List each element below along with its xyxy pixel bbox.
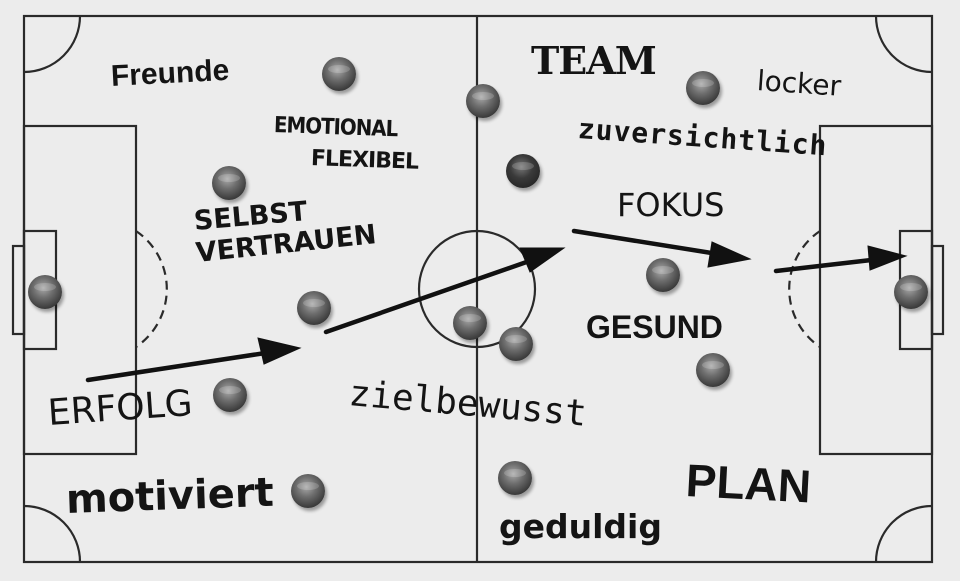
arrow-1-line (85, 349, 275, 383)
corner-arc-bottom-left (23, 504, 82, 563)
magnet-player[interactable] (696, 353, 730, 387)
arrow-2-line (323, 255, 541, 335)
magnet-player[interactable] (453, 306, 487, 340)
left-goal (11, 244, 26, 336)
word-gesund: GESUND (586, 309, 723, 345)
word-team: TEAM (531, 38, 657, 83)
word-geduldig: geduldig (499, 507, 662, 546)
word-emotional: EMOTIONAL (273, 113, 398, 143)
right-goal (930, 244, 945, 336)
corner-arc-top-left (23, 15, 82, 74)
corner-arc-bottom-right (874, 504, 933, 563)
word-freunde: Freunde (110, 53, 231, 93)
magnet-player[interactable] (498, 461, 532, 495)
center-circle (417, 229, 537, 349)
left-penalty-arc (135, 230, 168, 348)
word-locker: locker (755, 64, 843, 103)
arrow-4-head (867, 245, 908, 271)
magnet-player[interactable] (212, 166, 246, 200)
arrow-3-head (707, 241, 752, 268)
arrow-1-head (257, 337, 302, 365)
right-penalty-arc (788, 230, 821, 348)
magnet-player[interactable] (686, 71, 720, 105)
arrow-4-line (773, 256, 883, 274)
magnet-player[interactable] (499, 327, 533, 361)
magnet-goalkeeper-right[interactable] (894, 275, 928, 309)
magnet-goalkeeper-left[interactable] (28, 275, 62, 309)
magnet-player[interactable] (291, 474, 325, 508)
arrow-3-line (571, 228, 727, 258)
magnet-player[interactable] (646, 258, 680, 292)
corner-arc-top-right (874, 15, 933, 74)
word-plan: PLAN (684, 454, 813, 513)
magnet-player[interactable] (213, 378, 247, 412)
word-flexibel: FLEXIBEL (310, 146, 419, 175)
magnet-player[interactable] (466, 84, 500, 118)
word-fokus: FOKUS (617, 186, 725, 224)
magnet-player[interactable] (322, 57, 356, 91)
arrow-2-head (519, 247, 566, 273)
magnet-player[interactable] (506, 154, 540, 188)
magnet-player[interactable] (297, 291, 331, 325)
word-motiviert: motiviert (65, 469, 275, 523)
